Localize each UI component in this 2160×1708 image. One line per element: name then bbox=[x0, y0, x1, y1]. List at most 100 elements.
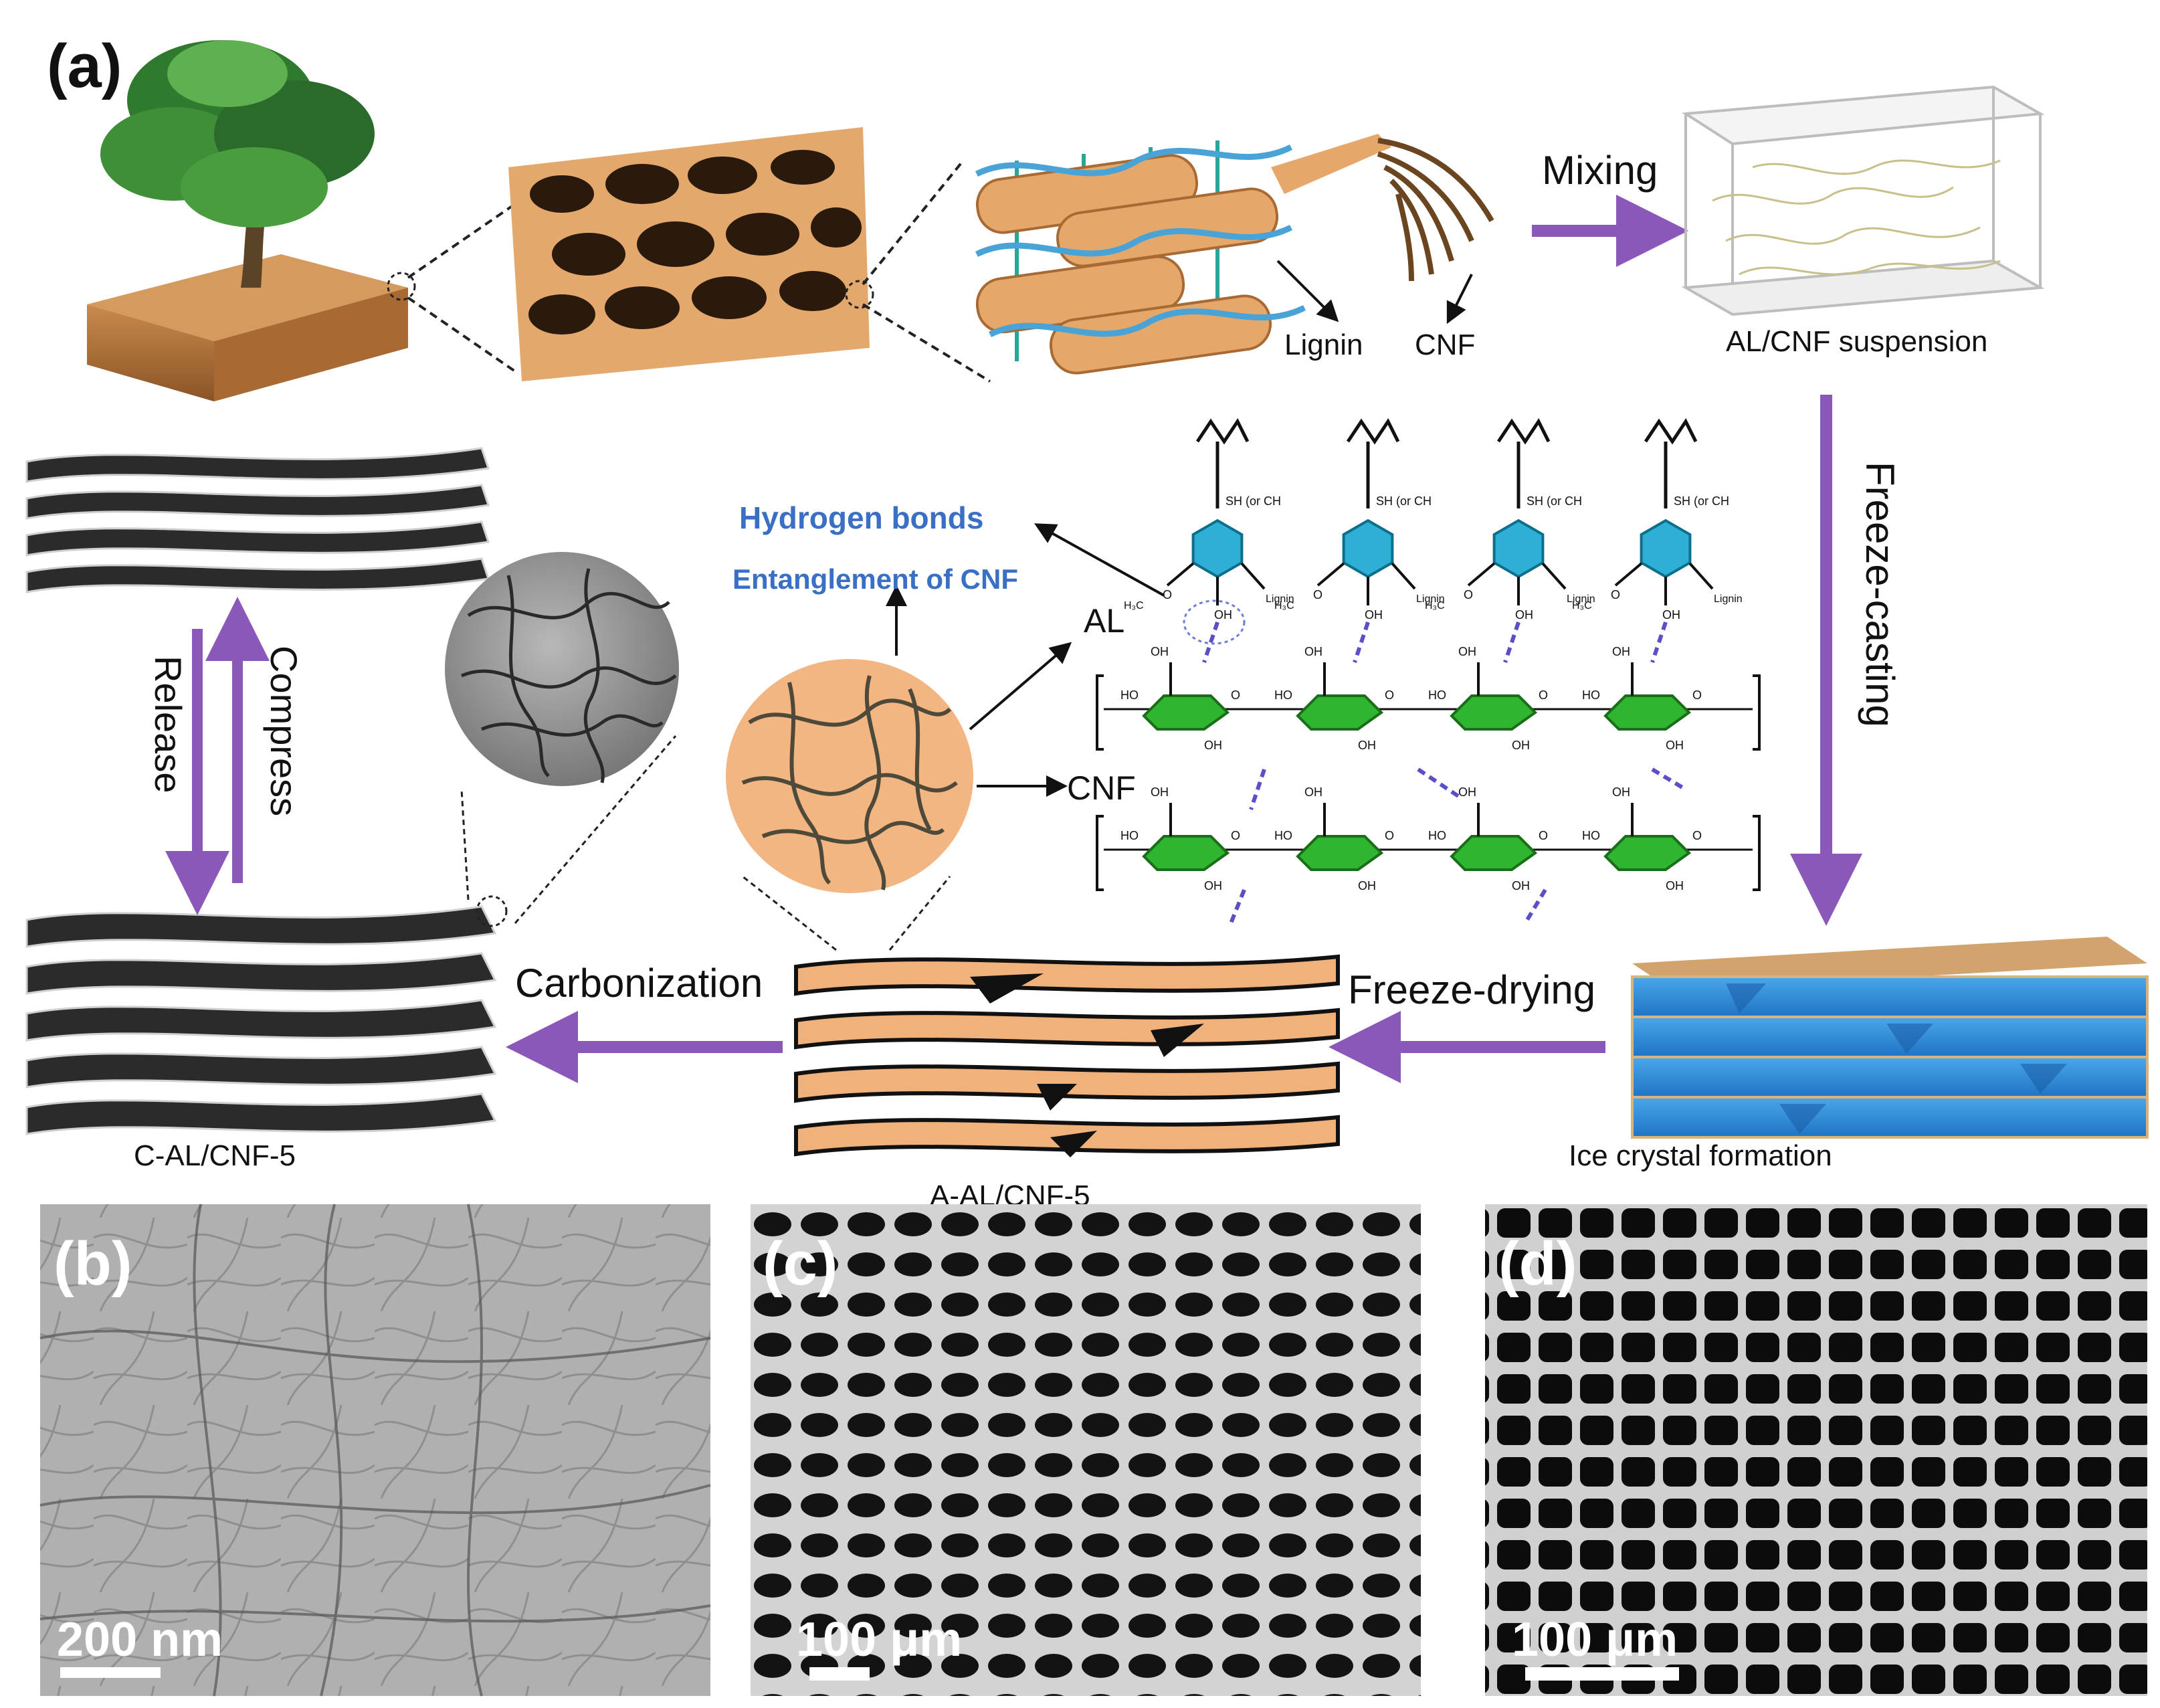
lignin-oh-label: OH bbox=[1662, 608, 1680, 622]
ho-label: HO bbox=[1428, 829, 1446, 842]
label-carbonization: Carbonization bbox=[515, 961, 763, 1006]
scale-label-b: 200 nm bbox=[57, 1613, 223, 1667]
oh-label: OH bbox=[1612, 645, 1630, 658]
oh-label: OH bbox=[1151, 785, 1169, 799]
scale-bar-b bbox=[60, 1667, 161, 1678]
wood-cell-structure bbox=[508, 127, 874, 381]
lignin-sh-label: SH (or CH bbox=[1674, 494, 1729, 508]
label-cnf-chain: CNF bbox=[1067, 769, 1136, 807]
hydrogen-bond bbox=[1523, 888, 1547, 925]
hydrogen-bond bbox=[1229, 888, 1246, 925]
lignin-oh-label: OH bbox=[1214, 608, 1232, 622]
lignin-link-bond bbox=[1688, 562, 1714, 590]
methyl-label: H₃C bbox=[1572, 600, 1592, 611]
panel-label-d: (d) bbox=[1498, 1230, 1577, 1298]
chain-bracket-right bbox=[1753, 674, 1761, 751]
lignin-unit-label: Lignin bbox=[1266, 593, 1294, 605]
lignin-unit-label: Lignin bbox=[1714, 593, 1743, 605]
benzene-ring bbox=[1342, 518, 1394, 579]
ho-label: HO bbox=[1274, 688, 1292, 702]
oh-label: OH bbox=[1204, 739, 1222, 752]
hydrogen-bond bbox=[1202, 622, 1219, 663]
lignin-side-chain bbox=[1346, 418, 1400, 445]
scale-label-d: 100 μm bbox=[1512, 1613, 1678, 1667]
label-c-alcnf: C-AL/CNF-5 bbox=[134, 1139, 296, 1172]
micrograph-b: (b) 200 nm bbox=[39, 1204, 711, 1697]
oxygen-label: O bbox=[1464, 588, 1473, 601]
oh-label: OH bbox=[1612, 785, 1630, 799]
scale-bar-c bbox=[809, 1667, 870, 1681]
methyl-label: H₃C bbox=[1425, 600, 1445, 611]
lignin-oh-label: OH bbox=[1515, 608, 1533, 622]
carbon-aerogel-top bbox=[25, 447, 490, 593]
panel-label-c: (c) bbox=[763, 1230, 838, 1298]
chain-bracket-left bbox=[1096, 674, 1104, 751]
lignin-side-chain bbox=[1496, 418, 1551, 445]
oh-label: OH bbox=[1666, 879, 1684, 892]
methoxy-bond bbox=[1166, 562, 1195, 587]
hydrogen-bond bbox=[1651, 767, 1687, 791]
methyl-label: H₃C bbox=[1274, 600, 1294, 611]
lignin-unit-label: Lignin bbox=[1567, 593, 1595, 605]
tree-block-illustration bbox=[87, 40, 416, 401]
oh-label: OH bbox=[1304, 645, 1322, 658]
lignin-unit-label: Lignin bbox=[1416, 593, 1445, 605]
glucose-ring bbox=[1296, 694, 1384, 731]
label-cnf-fiber: CNF bbox=[1415, 328, 1475, 361]
lignin-link-bond bbox=[1541, 562, 1567, 590]
label-freeze-casting: Freeze-casting bbox=[1858, 462, 1902, 727]
oh-label: OH bbox=[1358, 879, 1376, 892]
oxygen-label: O bbox=[1692, 829, 1702, 842]
oh-label: OH bbox=[1512, 879, 1530, 892]
hydrogen-bond bbox=[1650, 622, 1668, 663]
ho-label: HO bbox=[1428, 688, 1446, 702]
aerogel-stack-a bbox=[794, 954, 1340, 1157]
hydrogen-bond bbox=[1353, 622, 1370, 663]
oxygen-label: O bbox=[1231, 829, 1240, 842]
methoxy-bond bbox=[1614, 562, 1643, 587]
oh-label: OH bbox=[1304, 785, 1322, 799]
oxygen-label: O bbox=[1611, 588, 1620, 601]
oxygen-label: O bbox=[1163, 588, 1172, 601]
label-freeze-drying: Freeze-drying bbox=[1348, 967, 1595, 1012]
glucose-ring bbox=[1142, 835, 1230, 871]
lignin-side-chain bbox=[1644, 418, 1698, 445]
oh-label: OH bbox=[1458, 645, 1476, 658]
lignin-side-chain bbox=[1195, 418, 1250, 445]
label-ice-crystal: Ice crystal formation bbox=[1569, 1139, 1832, 1172]
ho-label: HO bbox=[1582, 688, 1600, 702]
ho-label: HO bbox=[1582, 829, 1600, 842]
ho-label: HO bbox=[1274, 829, 1292, 842]
panel-label-b: (b) bbox=[54, 1230, 132, 1298]
methoxy-bond bbox=[1467, 562, 1496, 587]
label-lignin: Lignin bbox=[1284, 328, 1363, 361]
scale-bar-d bbox=[1525, 1667, 1679, 1681]
hydrogen-bond bbox=[1249, 769, 1266, 810]
oxygen-label: O bbox=[1313, 588, 1322, 601]
ho-label: HO bbox=[1120, 829, 1139, 842]
glucose-ring bbox=[1450, 694, 1538, 731]
oxygen-label: O bbox=[1692, 688, 1702, 702]
oxygen-label: O bbox=[1539, 688, 1548, 702]
label-compress: Compress bbox=[263, 646, 305, 816]
chain-bracket-left bbox=[1096, 815, 1104, 891]
glucose-ring bbox=[1603, 694, 1692, 731]
micrograph-d: (d) 100 μm bbox=[1485, 1204, 2147, 1696]
oxygen-label: O bbox=[1539, 829, 1548, 842]
label-release: Release bbox=[147, 656, 189, 793]
label-mixing: Mixing bbox=[1542, 148, 1658, 193]
lignin-sh-label: SH (or CH bbox=[1376, 494, 1432, 508]
label-suspension: AL/CNF suspension bbox=[1726, 325, 1987, 358]
benzene-ring bbox=[1492, 518, 1545, 579]
oh-label: OH bbox=[1512, 739, 1530, 752]
label-entanglement: Entanglement of CNF bbox=[732, 563, 1018, 595]
benzene-ring bbox=[1640, 518, 1692, 579]
lignin-oh-label: OH bbox=[1365, 608, 1383, 622]
hydrogen-bond bbox=[1417, 767, 1460, 798]
carbon-aerogel-bottom bbox=[25, 895, 508, 1135]
cnf-entanglement-zoom bbox=[726, 659, 973, 893]
micrograph-c: (c) 100 μm bbox=[751, 1204, 1421, 1696]
label-al: AL bbox=[1084, 602, 1124, 640]
